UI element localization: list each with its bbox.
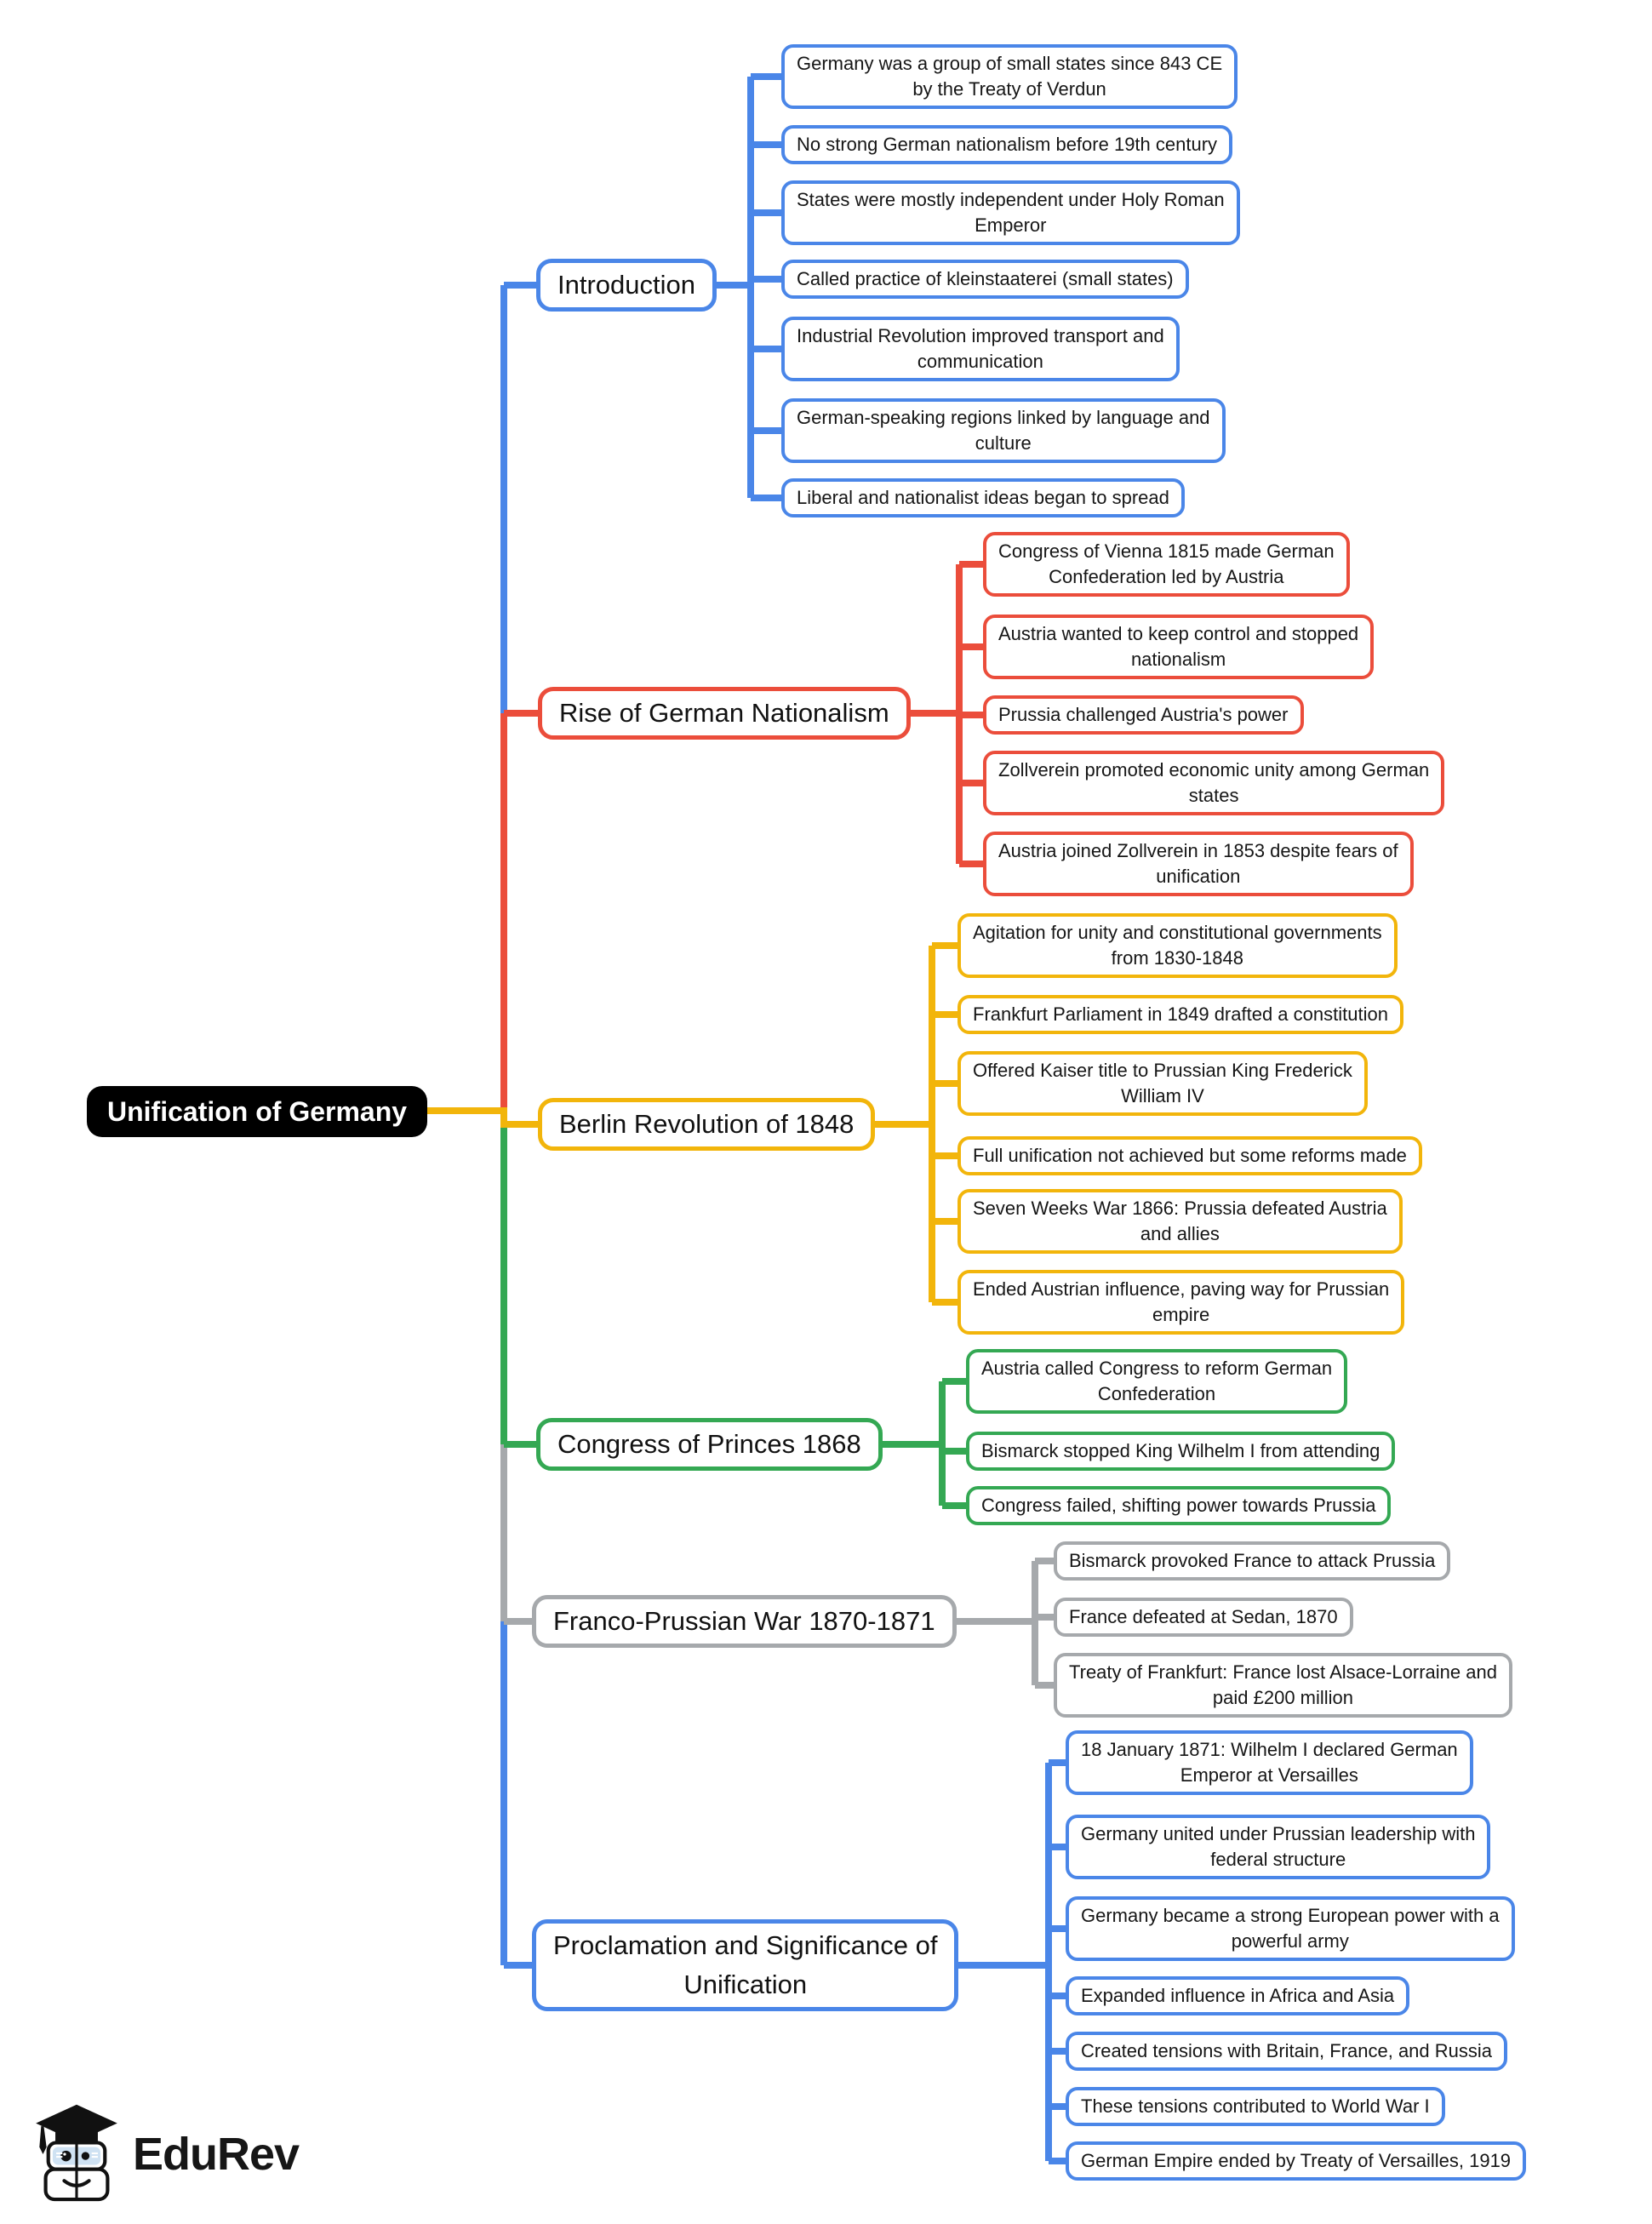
leaf-node: States were mostly independent under Hol… [781,180,1240,245]
leaf-node: Congress failed, shifting power towards … [966,1486,1392,1525]
branch-label-introduction: Introduction [536,259,717,312]
leaf-node: German-speaking regions linked by langua… [781,398,1226,463]
leaf-node: Germany was a group of small states sinc… [781,44,1238,109]
leaf-node: Liberal and nationalist ideas began to s… [781,478,1185,517]
leaf-node: 18 January 1871: Wilhelm I declared Germ… [1066,1730,1473,1795]
leaf-node: German Empire ended by Treaty of Versail… [1066,2141,1527,2181]
leaf-node: Bismarck stopped King Wilhelm I from att… [966,1432,1396,1471]
leaf-node: Bismarck provoked France to attack Pruss… [1054,1541,1451,1581]
leaf-node: Seven Weeks War 1866: Prussia defeated A… [957,1189,1403,1254]
leaf-node: Prussia challenged Austria's power [983,695,1304,735]
leaf-node: No strong German nationalism before 19th… [781,125,1233,164]
edurev-logo: EduRev [32,2099,339,2210]
leaf-node: France defeated at Sedan, 1870 [1054,1598,1353,1637]
leaf-node: Expanded influence in Africa and Asia [1066,1976,1410,2015]
leaf-node: Austria wanted to keep control and stopp… [983,615,1375,679]
leaf-node: Zollverein promoted economic unity among… [983,751,1445,815]
leaf-node: Created tensions with Britain, France, a… [1066,2032,1508,2071]
edurev-wordmark: EduRev [133,2129,300,2180]
branch-label-franco: Franco-Prussian War 1870-1871 [532,1595,957,1648]
leaf-node: Agitation for unity and constitutional g… [957,913,1398,978]
edurev-mascot-icon [36,2104,117,2202]
leaf-node: Treaty of Frankfurt: France lost Alsace-… [1054,1653,1512,1718]
leaf-node: These tensions contributed to World War … [1066,2087,1445,2126]
berlin-connectors [426,942,968,1306]
leaf-node: Full unification not achieved but some r… [957,1136,1422,1175]
leaf-node: Offered Kaiser title to Prussian King Fr… [957,1051,1368,1116]
leaf-node: Germany became a strong European power w… [1066,1896,1515,1961]
leaf-node: Austria called Congress to reform German… [966,1349,1348,1414]
leaf-node: Germany united under Prussian leadership… [1066,1815,1491,1879]
branch-label-proclamation: Proclamation and Significance of Unifica… [532,1919,959,2011]
root-node: Unification of Germany [87,1086,428,1137]
leaf-node: Industrial Revolution improved transport… [781,317,1180,381]
leaf-node: Frankfurt Parliament in 1849 drafted a c… [957,995,1403,1034]
leaf-node: Austria joined Zollverein in 1853 despit… [983,832,1414,896]
branch-label-berlin: Berlin Revolution of 1848 [538,1098,876,1151]
leaf-node: Ended Austrian influence, paving way for… [957,1270,1405,1335]
branch-label-congress: Congress of Princes 1868 [536,1418,883,1471]
leaf-node: Called practice of kleinstaaterei (small… [781,260,1189,299]
branch-label-rise: Rise of German Nationalism [538,687,911,740]
leaf-node: Congress of Vienna 1815 made German Conf… [983,532,1350,597]
